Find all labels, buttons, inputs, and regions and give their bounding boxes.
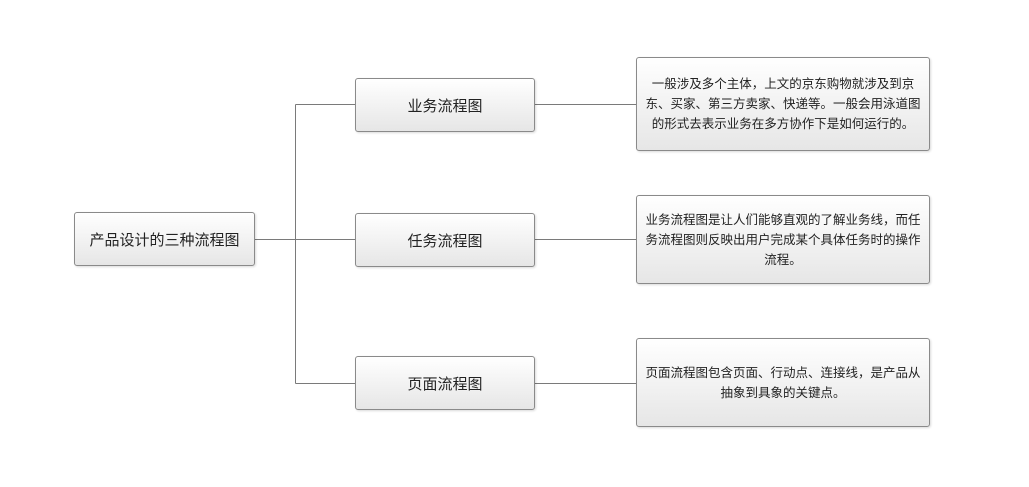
description-node-task-flow[interactable]: 业务流程图是让人们能够直观的了解业务线，而任务流程图则反映出用户完成某个具体任务… [636,195,930,284]
branch-node-business-flow[interactable]: 业务流程图 [355,78,535,132]
branch-label: 业务流程图 [407,96,483,115]
root-label: 产品设计的三种流程图 [89,230,240,249]
description-text: 业务流程图是让人们能够直观的了解业务线，而任务流程图则反映出用户完成某个具体任务… [645,211,921,267]
description-node-page-flow[interactable]: 页面流程图包含页面、行动点、连接线，是产品从抽象到具象的关键点。 [636,338,930,427]
description-text: 一般涉及多个主体，上文的京东购物就涉及到京东、买家、第三方卖家、快递等。一般会用… [645,76,921,131]
branch-node-page-flow[interactable]: 页面流程图 [355,356,535,410]
branch-label: 任务流程图 [407,231,483,250]
root-node[interactable]: 产品设计的三种流程图 [74,212,255,266]
description-node-business-flow[interactable]: 一般涉及多个主体，上文的京东购物就涉及到京东、买家、第三方卖家、快递等。一般会用… [636,57,930,151]
branch-label: 页面流程图 [407,374,483,393]
branch-node-task-flow[interactable]: 任务流程图 [355,213,535,267]
description-text: 页面流程图包含页面、行动点、连接线，是产品从抽象到具象的关键点。 [645,364,921,400]
